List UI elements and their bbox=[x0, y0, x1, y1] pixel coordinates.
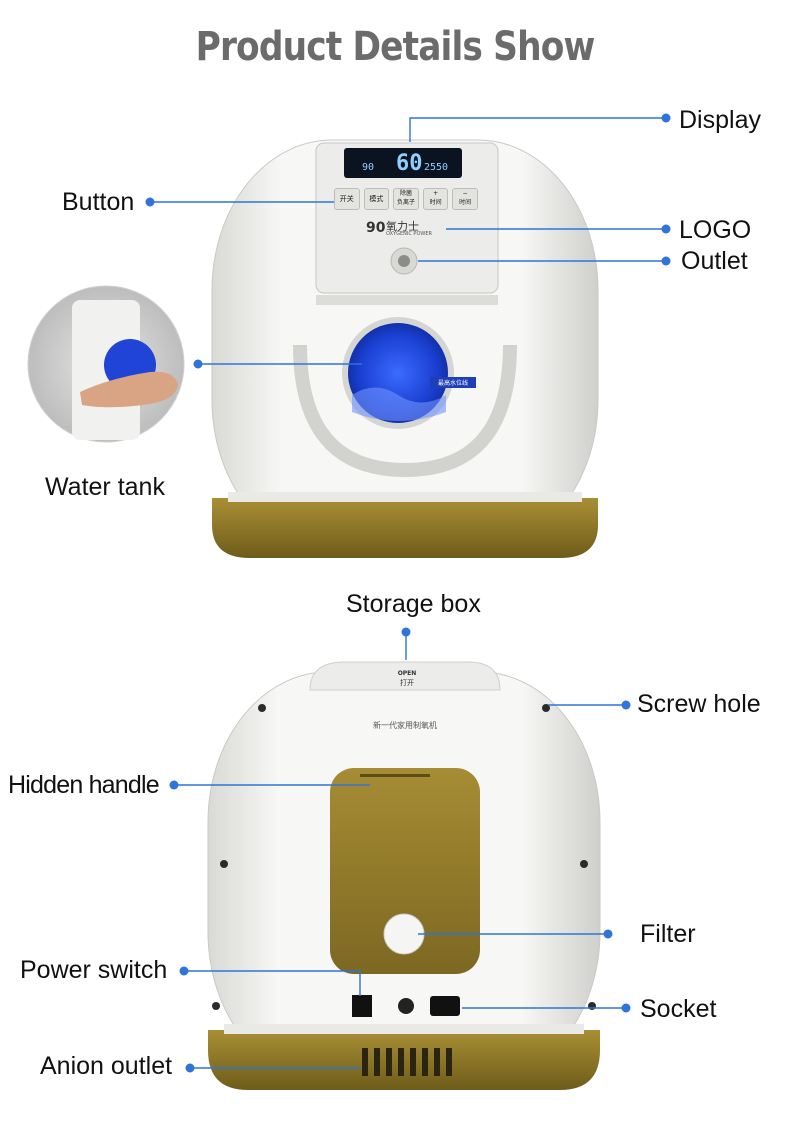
oxygen-outlet bbox=[398, 255, 410, 267]
anion-port bbox=[398, 998, 414, 1014]
water-tank-zoom bbox=[27, 285, 185, 443]
lcd-left-value: 90 bbox=[362, 162, 375, 173]
tank-sticker: 最高水位线 bbox=[437, 380, 468, 387]
storage-open-cn: 打开 bbox=[400, 679, 414, 687]
label-logo: LOGO bbox=[679, 216, 752, 244]
label-filter: Filter bbox=[640, 920, 696, 948]
back-unit bbox=[207, 661, 601, 1090]
nameplate-title: 新一代家用制氧机 bbox=[373, 721, 437, 730]
label-screw-hole: Screw hole bbox=[637, 690, 761, 718]
button-time-minus[interactable]: − 时间 bbox=[452, 188, 478, 210]
button-time-plus[interactable]: + 时间 bbox=[422, 188, 449, 210]
label-button: Button bbox=[62, 188, 135, 216]
label-storage-box: Storage box bbox=[346, 590, 481, 618]
label-socket: Socket bbox=[640, 995, 717, 1023]
lcd-readout: 90 60 2550 bbox=[344, 150, 462, 178]
back-leader-lines bbox=[169, 627, 631, 1073]
label-anion-outlet: Anion outlet bbox=[40, 1052, 173, 1080]
brand-mark-icon: 90 bbox=[366, 220, 386, 236]
label-water-tank: Water tank bbox=[45, 473, 165, 501]
lcd-right-value: 2550 bbox=[424, 162, 449, 173]
brand-name-cn: 氧力士 bbox=[386, 220, 419, 233]
button-power[interactable]: 开关 bbox=[334, 188, 360, 210]
page-title: Product Details Show bbox=[195, 24, 596, 70]
brand-name-en: OXYGENIC POWER bbox=[386, 231, 432, 237]
hidden-handle bbox=[330, 768, 480, 974]
lcd-display bbox=[344, 148, 462, 178]
label-outlet: Outlet bbox=[681, 247, 748, 275]
label-power-switch: Power switch bbox=[20, 956, 168, 984]
button-anion[interactable]: 除菌 负离子 bbox=[393, 188, 419, 210]
button-mode[interactable]: 模式 bbox=[363, 188, 390, 210]
front-leader-lines bbox=[145, 113, 671, 369]
brand-logo: 90 氧力士 OXYGENIC POWER bbox=[366, 218, 456, 242]
front-unit bbox=[211, 139, 599, 558]
panel-buttons: 开关 模式 除菌 负离子 + 时间 − 时间 bbox=[334, 188, 478, 210]
power-socket bbox=[430, 996, 460, 1016]
label-display: Display bbox=[679, 106, 761, 134]
label-hidden-handle: Hidden handle bbox=[8, 771, 160, 799]
lcd-big-value: 60 bbox=[396, 151, 423, 176]
power-switch bbox=[352, 995, 372, 1017]
storage-open-en: OPEN bbox=[397, 670, 417, 677]
anion-vent bbox=[362, 1048, 452, 1076]
